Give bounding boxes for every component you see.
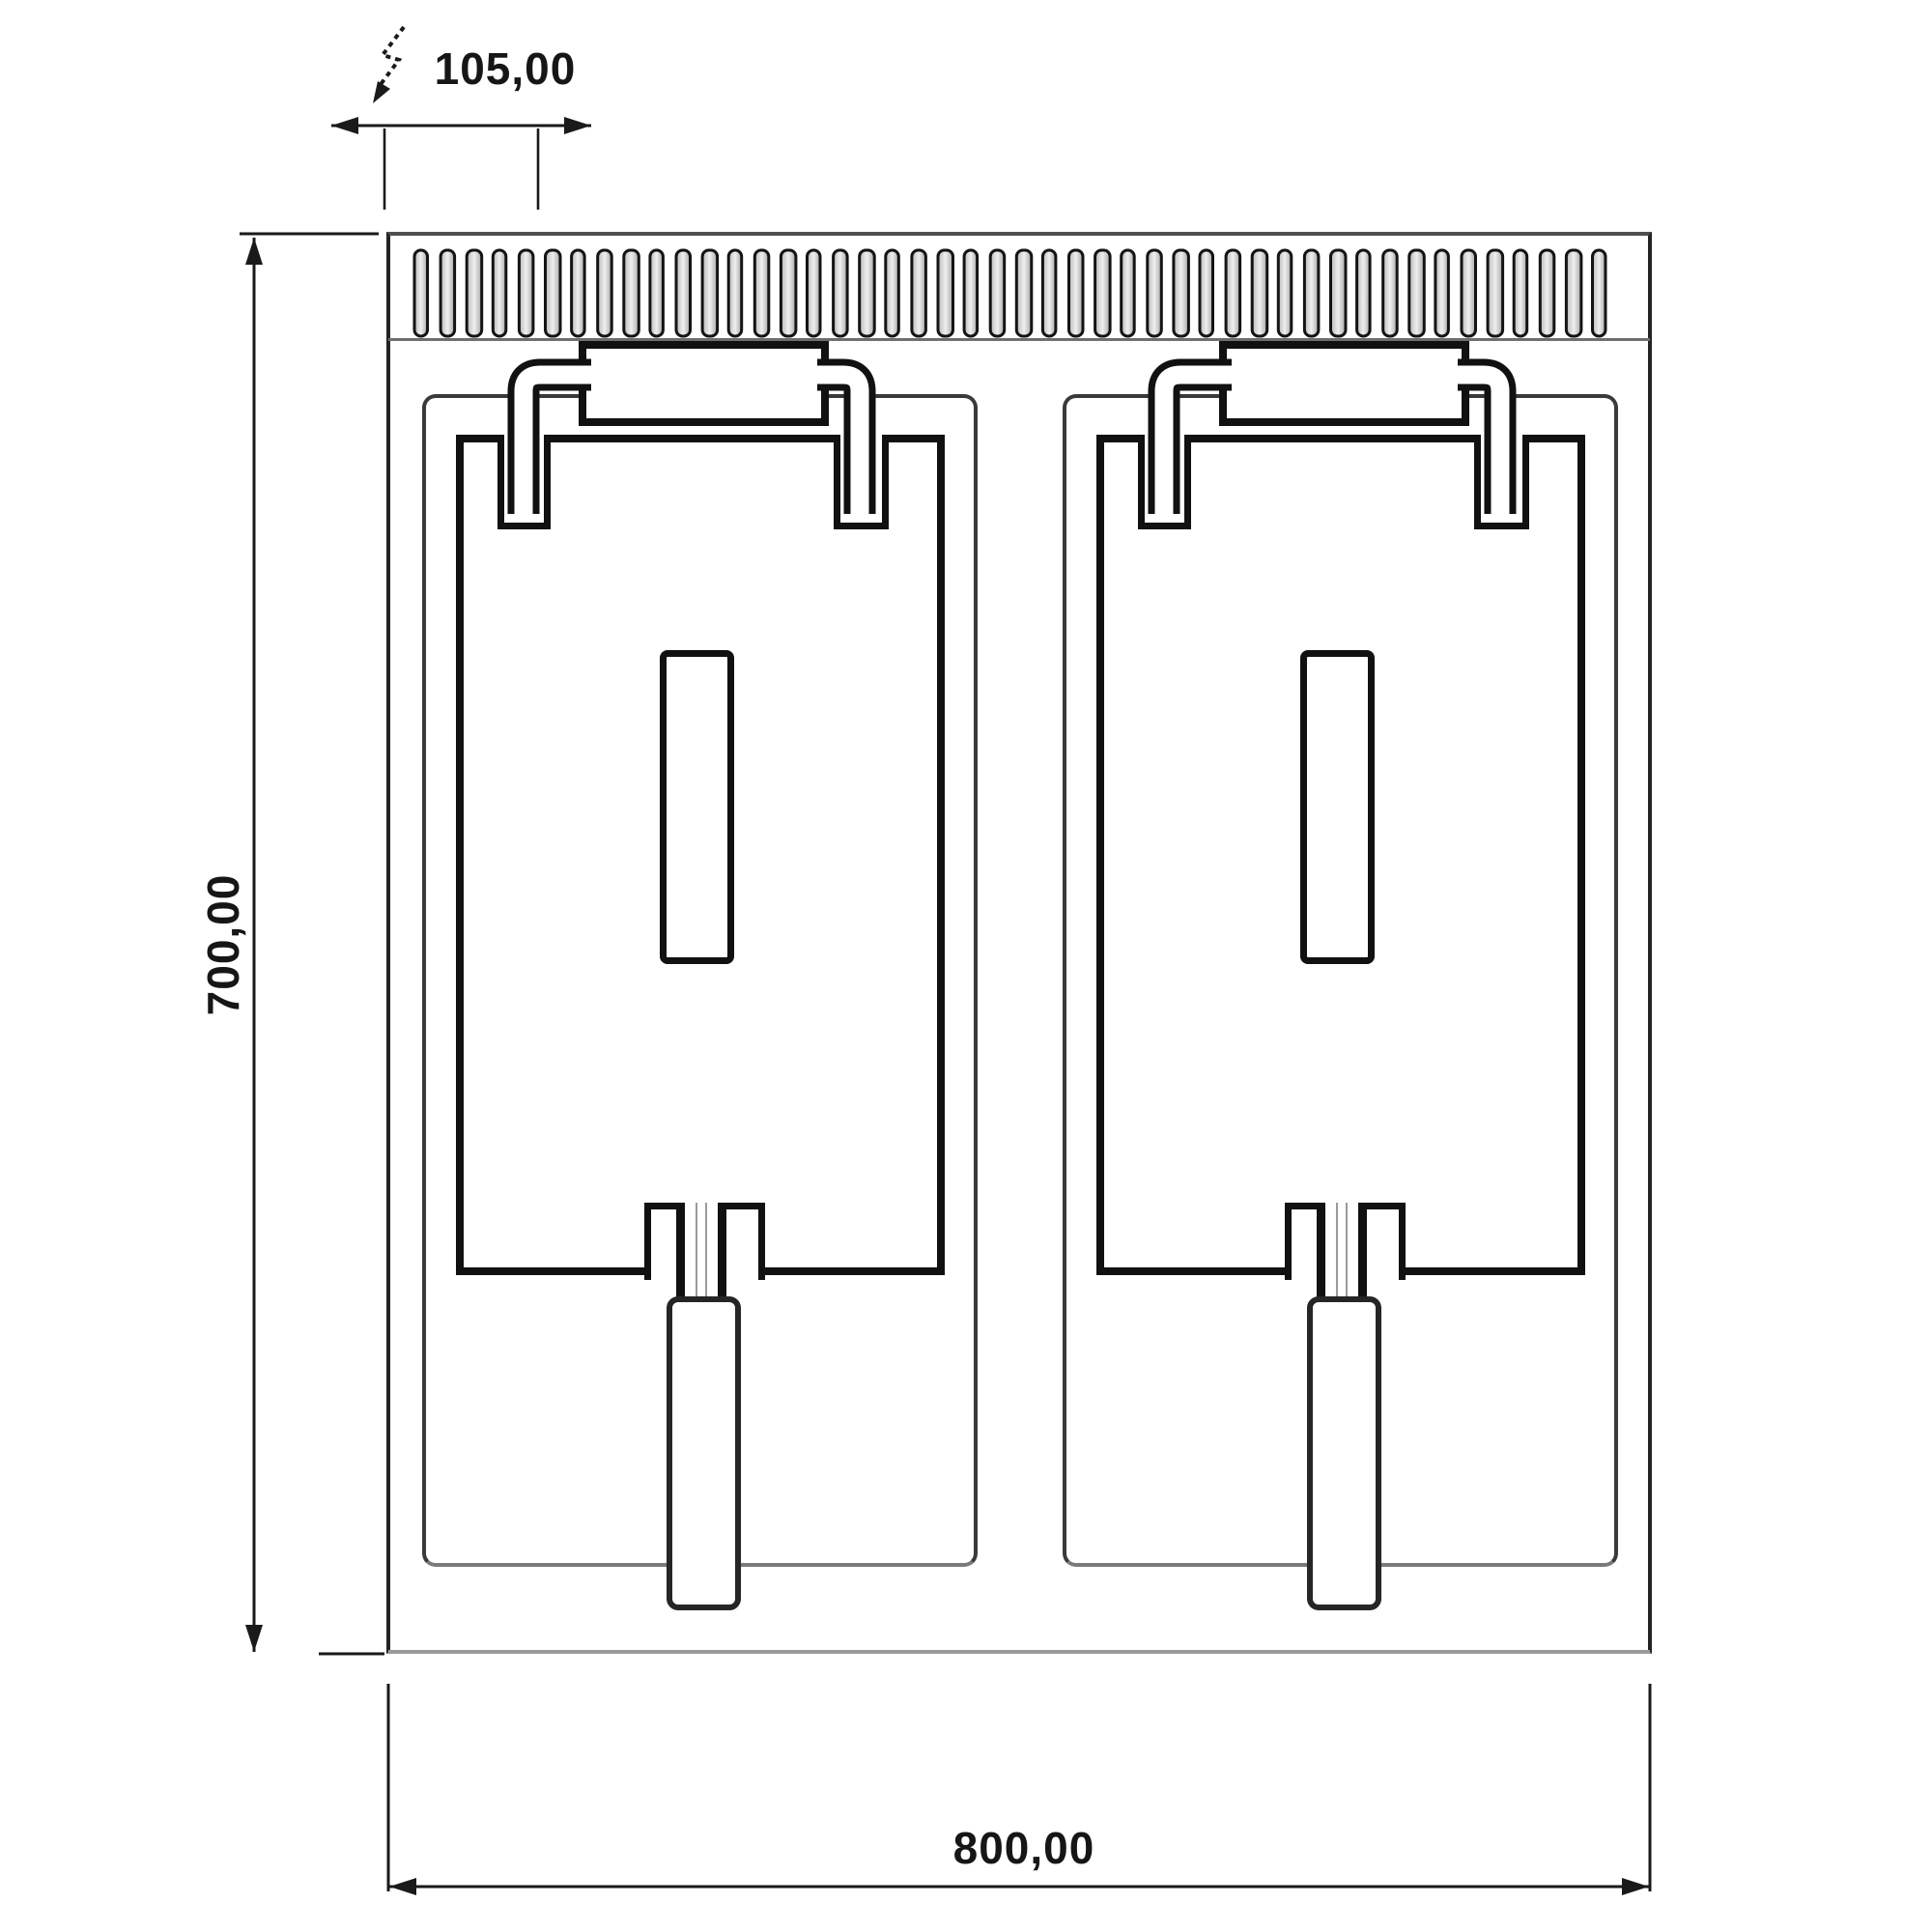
drain-pipe bbox=[676, 1203, 726, 1300]
basket-hanger-bracket bbox=[579, 341, 829, 426]
appliance-outline bbox=[386, 232, 1652, 1654]
dimension-left-height bbox=[240, 232, 384, 1656]
dimension-label-top: 105,00 bbox=[434, 43, 577, 94]
drain-valve-handle bbox=[667, 1296, 741, 1610]
drain-valve-handle bbox=[1307, 1296, 1381, 1610]
grille-baseline bbox=[388, 338, 1650, 341]
dimension-label-left: 700,00 bbox=[198, 873, 248, 1016]
electrical-connection-icon bbox=[373, 25, 406, 103]
basket-hook-slot-left bbox=[497, 435, 551, 529]
appliance-bottom-edge bbox=[388, 1650, 1650, 1654]
fryer-tank-right bbox=[1063, 0, 1618, 1932]
dimension-label-bottom: 800,00 bbox=[952, 1823, 1095, 1873]
element-slot bbox=[660, 650, 734, 964]
basket-hook-slot-left bbox=[1138, 435, 1191, 529]
basket-hanger-bracket bbox=[1219, 341, 1469, 426]
drain-pipe-inner-lines bbox=[1336, 1203, 1348, 1300]
basket-hook-slot-right bbox=[1474, 435, 1529, 529]
element-slot bbox=[1300, 650, 1375, 964]
drain-pipe-inner-lines bbox=[696, 1203, 707, 1300]
drain-pipe bbox=[1317, 1203, 1367, 1300]
fryer-tank-left bbox=[422, 0, 978, 1932]
basket-hook-slot-right bbox=[834, 435, 889, 529]
